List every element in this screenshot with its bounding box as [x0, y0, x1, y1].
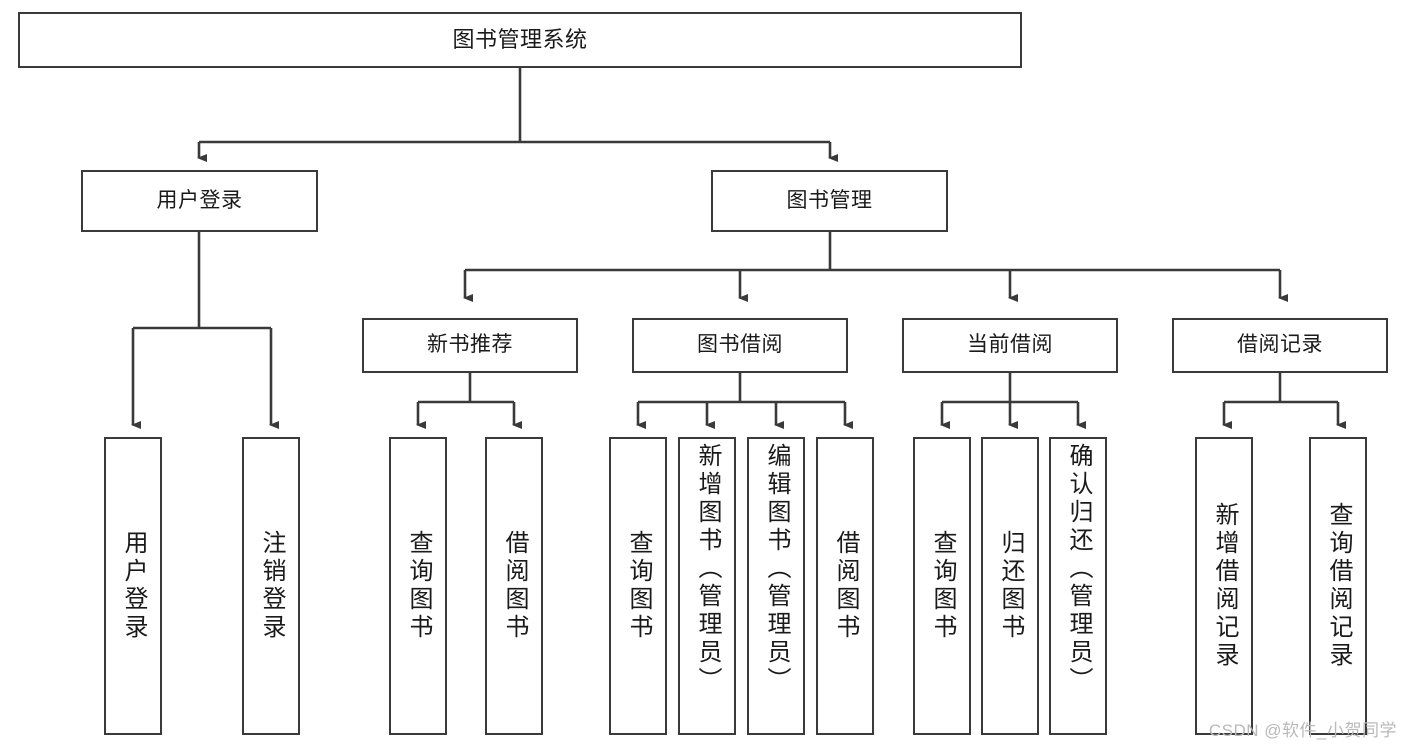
- leaf-re-query-record-label: 查询借阅记录: [1325, 502, 1352, 670]
- leaf-cu-query-books-label: 查询图书: [929, 530, 956, 642]
- leaf-bo-add-book-admin[interactable]: 新增图书（管理员）: [678, 437, 736, 735]
- node-user-login-label: 用户登录: [156, 188, 243, 212]
- leaf-re-add-record-label: 新增借阅记录: [1211, 502, 1238, 670]
- leaf-re-query-record[interactable]: 查询借阅记录: [1309, 437, 1367, 735]
- node-book-management[interactable]: 图书管理: [711, 170, 948, 232]
- leaf-bo-edit-book-admin-label: 编辑图书（管理员）: [763, 443, 790, 695]
- node-root-label: 图书管理系统: [452, 27, 588, 53]
- node-book-management-label: 图书管理: [786, 188, 873, 212]
- leaf-bo-edit-book-admin[interactable]: 编辑图书（管理员）: [747, 437, 805, 735]
- leaf-cu-query-books[interactable]: 查询图书: [913, 437, 971, 735]
- leaf-nb-borrow-books-label: 借阅图书: [501, 530, 528, 642]
- node-user-login[interactable]: 用户登录: [81, 170, 318, 232]
- node-borrowing-records[interactable]: 借阅记录: [1172, 318, 1388, 373]
- leaf-re-add-record[interactable]: 新增借阅记录: [1195, 437, 1253, 735]
- leaf-nb-query-books[interactable]: 查询图书: [389, 437, 447, 735]
- leaf-logout[interactable]: 注销登录: [242, 437, 300, 735]
- leaf-bo-borrow-books-label: 借阅图书: [832, 530, 859, 642]
- node-book-borrowing[interactable]: 图书借阅: [632, 318, 848, 373]
- node-new-book-recommendation[interactable]: 新书推荐: [362, 318, 578, 373]
- leaf-user-login-label: 用户登录: [120, 530, 147, 642]
- node-root-book-management-system[interactable]: 图书管理系统: [18, 12, 1022, 68]
- leaf-cu-confirm-return-admin-label: 确认归还（管理员）: [1065, 443, 1092, 695]
- leaf-bo-query-books[interactable]: 查询图书: [609, 437, 667, 735]
- node-current-borrowing[interactable]: 当前借阅: [902, 318, 1118, 373]
- leaf-cu-return-books[interactable]: 归还图书: [981, 437, 1039, 735]
- node-new-book-recommendation-label: 新书推荐: [427, 333, 513, 357]
- leaf-cu-confirm-return-admin[interactable]: 确认归还（管理员）: [1049, 437, 1107, 735]
- leaf-user-login[interactable]: 用户登录: [104, 437, 162, 735]
- leaf-bo-add-book-admin-label: 新增图书（管理员）: [694, 443, 721, 695]
- node-book-borrowing-label: 图书借阅: [697, 333, 783, 357]
- leaf-nb-query-books-label: 查询图书: [405, 530, 432, 642]
- leaf-cu-return-books-label: 归还图书: [997, 530, 1024, 642]
- node-borrowing-records-label: 借阅记录: [1237, 333, 1323, 357]
- node-current-borrowing-label: 当前借阅: [967, 333, 1053, 357]
- leaf-logout-label: 注销登录: [258, 530, 285, 642]
- leaf-bo-borrow-books[interactable]: 借阅图书: [816, 437, 874, 735]
- leaf-bo-query-books-label: 查询图书: [625, 530, 652, 642]
- leaf-nb-borrow-books[interactable]: 借阅图书: [485, 437, 543, 735]
